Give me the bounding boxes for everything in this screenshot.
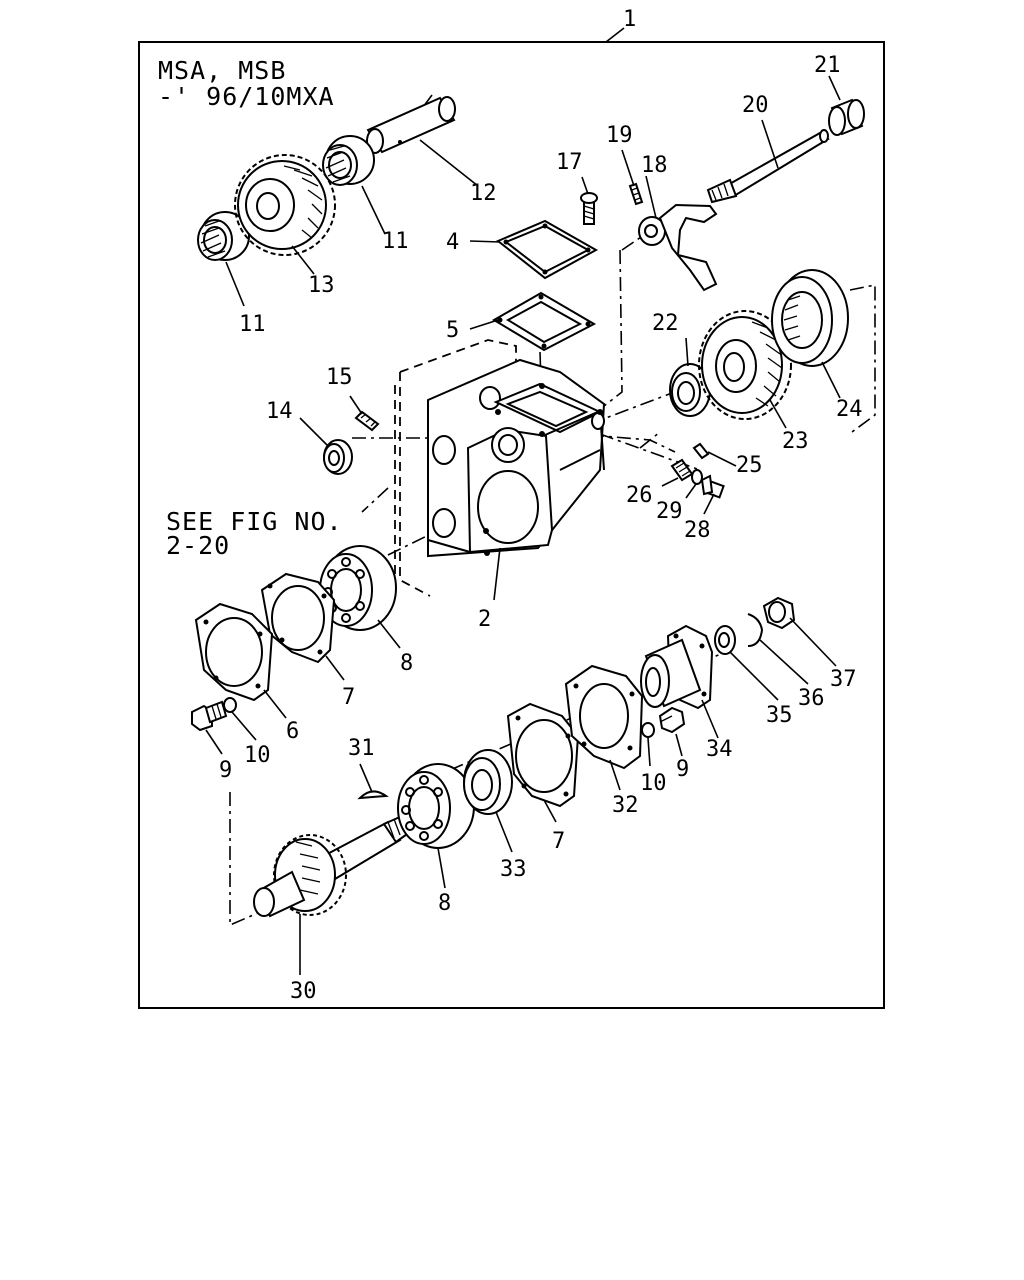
woodruff-key bbox=[357, 790, 389, 800]
model-line-1: MSA, MSB bbox=[158, 56, 286, 85]
cover-plate bbox=[496, 219, 599, 280]
callout-29: 29 bbox=[656, 499, 683, 524]
callout-20: 20 bbox=[742, 93, 769, 118]
callout-7-lower: 7 bbox=[552, 829, 565, 854]
reference-line-1: SEE FIG NO. bbox=[166, 507, 343, 536]
ball-bearing-lower bbox=[397, 763, 475, 849]
callout-1: 1 bbox=[623, 7, 636, 32]
callout-24: 24 bbox=[836, 397, 863, 422]
shift-rod bbox=[706, 129, 830, 204]
callout-25: 25 bbox=[736, 453, 763, 478]
callout-36: 36 bbox=[798, 686, 825, 711]
callout-35: 35 bbox=[766, 703, 793, 728]
callout-21: 21 bbox=[814, 53, 841, 78]
roll-pin bbox=[628, 182, 644, 206]
plug bbox=[692, 442, 710, 460]
output-shaft bbox=[253, 814, 412, 918]
spring-washer-right bbox=[641, 722, 655, 738]
spring-washer-upper bbox=[691, 469, 703, 485]
spring-washer-left bbox=[223, 697, 237, 713]
hex-bolt-upper bbox=[700, 474, 725, 499]
callout-13: 13 bbox=[308, 273, 335, 298]
callout-4: 4 bbox=[446, 230, 459, 255]
callout-11-upper: 11 bbox=[382, 229, 409, 254]
callout-19: 19 bbox=[606, 123, 633, 148]
callout-32: 32 bbox=[612, 793, 639, 818]
model-line-2: -' 96/10MXA bbox=[158, 82, 335, 111]
callout-22: 22 bbox=[652, 311, 679, 336]
callout-7-upper: 7 bbox=[342, 685, 355, 710]
set-screw bbox=[670, 458, 694, 482]
bearing-cover-upper bbox=[194, 602, 274, 702]
callout-10-right: 10 bbox=[640, 771, 667, 796]
callout-28: 28 bbox=[684, 518, 711, 543]
callout-15: 15 bbox=[326, 365, 353, 390]
shift-sleeve bbox=[771, 269, 849, 367]
needle-bearing-upper bbox=[322, 135, 375, 186]
callout-9-left: 9 bbox=[219, 758, 232, 783]
companion-flange bbox=[640, 624, 714, 710]
needle-bearing-small bbox=[323, 439, 353, 475]
needle-bearing-lower bbox=[197, 211, 250, 261]
cover-gasket bbox=[492, 291, 597, 352]
counter-shaft bbox=[366, 96, 456, 154]
callout-8-lower: 8 bbox=[438, 891, 451, 916]
counter-gear bbox=[234, 154, 336, 256]
diagram-frame bbox=[138, 41, 885, 1009]
callout-6: 6 bbox=[286, 719, 299, 744]
reference-line-2: 2-20 bbox=[166, 531, 230, 560]
callout-5: 5 bbox=[446, 318, 459, 343]
housing bbox=[394, 339, 606, 597]
callout-37: 37 bbox=[830, 667, 857, 692]
callout-12: 12 bbox=[470, 181, 497, 206]
bearing-cover-lower bbox=[564, 664, 644, 770]
callout-11-lower: 11 bbox=[239, 312, 266, 337]
callout-18: 18 bbox=[641, 153, 668, 178]
cover-bolt bbox=[580, 192, 598, 225]
snap-ring bbox=[747, 613, 764, 647]
callout-9-right: 9 bbox=[676, 757, 689, 782]
callout-31: 31 bbox=[348, 736, 375, 761]
callout-33: 33 bbox=[500, 857, 527, 882]
callout-26: 26 bbox=[626, 483, 653, 508]
flat-washer bbox=[714, 625, 736, 655]
drive-gear bbox=[698, 310, 792, 420]
callout-8-upper: 8 bbox=[400, 651, 413, 676]
hex-bolt-left bbox=[191, 700, 228, 732]
callout-34: 34 bbox=[706, 737, 733, 762]
hex-bolt-right bbox=[658, 706, 686, 734]
dowel-pin bbox=[354, 410, 380, 432]
callout-17: 17 bbox=[556, 150, 583, 175]
callout-30: 30 bbox=[290, 979, 317, 1004]
callout-10-left: 10 bbox=[244, 743, 271, 768]
callout-23: 23 bbox=[782, 429, 809, 454]
oil-seal bbox=[463, 749, 513, 815]
shift-fork bbox=[638, 203, 718, 292]
lock-nut bbox=[762, 596, 796, 630]
callout-14: 14 bbox=[266, 399, 293, 424]
bearing-gasket-lower bbox=[506, 702, 580, 808]
bushing bbox=[828, 98, 865, 136]
callout-2: 2 bbox=[478, 607, 491, 632]
bearing-gasket-upper bbox=[260, 572, 336, 664]
